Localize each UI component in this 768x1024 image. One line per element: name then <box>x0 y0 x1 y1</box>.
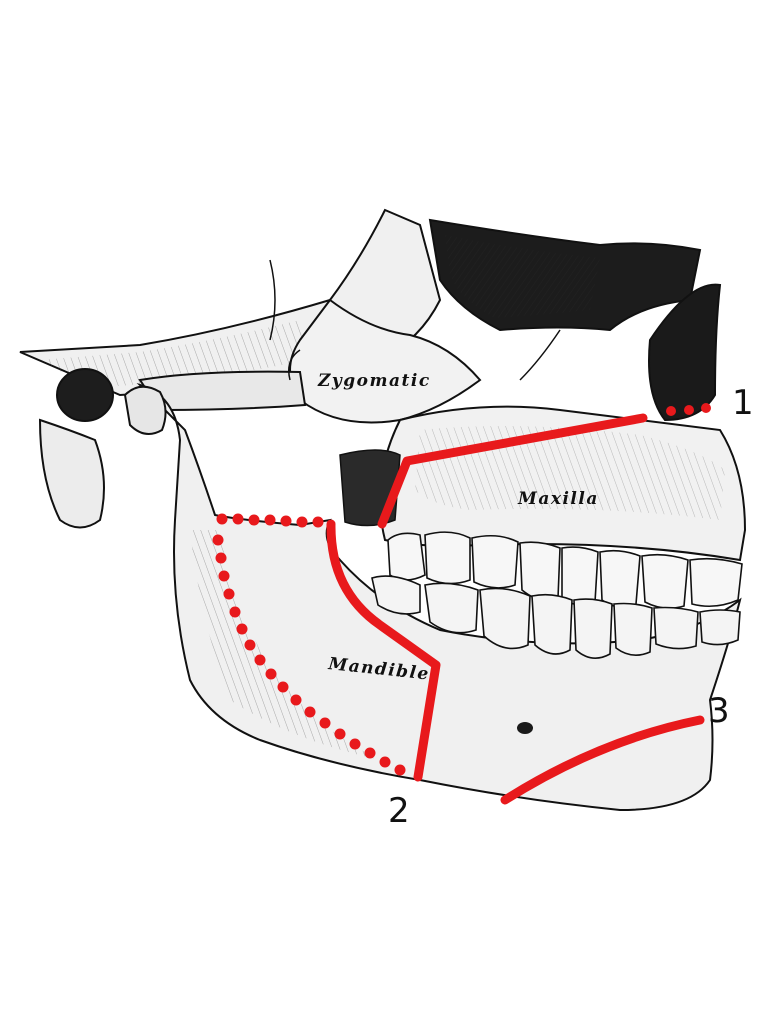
cut-dot <box>312 516 324 528</box>
marker-3: 3 <box>708 691 730 731</box>
upper-tooth <box>561 546 599 606</box>
cut-line-2-dots <box>212 513 406 776</box>
cut-dot <box>254 654 266 666</box>
ear-canal <box>56 368 114 422</box>
cut-dot <box>223 588 235 600</box>
osteotomy-lines <box>212 403 711 805</box>
cut-dot <box>349 738 361 750</box>
lower-tooth <box>371 575 421 615</box>
mandible-shading <box>190 530 380 760</box>
upper-tooth <box>387 532 426 581</box>
suture-line <box>269 259 561 381</box>
cut-dot <box>666 406 676 416</box>
lower-tooth <box>531 593 573 655</box>
cut-dot <box>364 747 376 759</box>
lower-tooth <box>653 606 699 650</box>
cut-dot <box>379 756 391 768</box>
upper-tooth <box>471 534 519 589</box>
lower-tooth <box>699 609 741 646</box>
upper-tooth <box>424 531 471 585</box>
upper-teeth <box>387 531 743 610</box>
cut-line-3-solid <box>500 715 705 805</box>
cut-dot <box>212 534 224 546</box>
skull-illustration <box>19 208 747 812</box>
lower-tooth <box>573 598 613 659</box>
cut-dot <box>280 515 292 527</box>
lower-tooth <box>613 602 653 656</box>
cut-dot <box>334 728 346 740</box>
cut-dot <box>684 405 694 415</box>
cut-dot <box>244 639 256 651</box>
lower-teeth <box>371 575 741 659</box>
zygomatic-arch <box>138 370 307 412</box>
cut-dot <box>290 694 302 706</box>
cut-dot <box>264 514 276 526</box>
upper-tooth <box>519 541 561 601</box>
mastoid-process <box>38 418 105 529</box>
lower-tooth <box>424 582 479 634</box>
cut-dot <box>248 514 260 526</box>
upper-tooth <box>641 553 689 610</box>
marker-1: 1 <box>732 383 754 423</box>
upper-tooth <box>599 549 641 608</box>
cut-line-2-solid <box>326 519 441 782</box>
cut-dot <box>319 717 331 729</box>
cut-dot <box>229 606 241 618</box>
cut-dot <box>296 516 308 528</box>
mandibular-condyle <box>123 385 167 435</box>
cut-dot <box>304 706 316 718</box>
cut-dot <box>232 513 244 525</box>
lower-tooth <box>479 587 531 650</box>
orbit-hatch <box>445 235 600 318</box>
mental-foramen <box>517 722 533 734</box>
cut-dot <box>215 552 227 564</box>
cut-dot <box>265 668 277 680</box>
cut-dot <box>277 681 289 693</box>
cut-dot <box>701 403 711 413</box>
nasal-aperture <box>648 283 722 422</box>
cut-dot <box>218 570 230 582</box>
infratemporal-shadow <box>339 449 401 527</box>
cut-dot <box>394 764 406 776</box>
upper-tooth <box>689 557 743 608</box>
marker-2: 2 <box>388 791 410 831</box>
cut-line-1-solid <box>377 413 648 529</box>
cut-line-1-dots <box>666 403 711 416</box>
cut-dot <box>216 513 228 525</box>
cut-dot <box>236 623 248 635</box>
